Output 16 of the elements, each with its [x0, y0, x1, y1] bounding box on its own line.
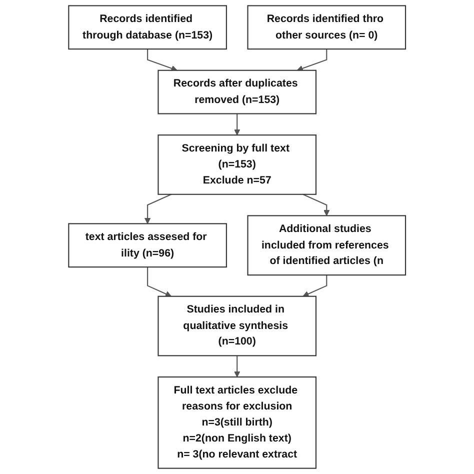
process-box: Screening by full text (n=153) Exclude n=57 [158, 134, 316, 195]
process-box: Full text articles exclude reasons for exclusion n=3(still birth) n=2(non English text) n= 3(no relevant extract [158, 376, 316, 469]
arrow [144, 194, 172, 224]
arrow [302, 194, 330, 216]
arrow [146, 49, 178, 72]
arrow [302, 275, 328, 297]
process-box: Studies included in qualitative synthesis (n=100) [158, 296, 316, 356]
arrow [146, 267, 172, 297]
process-box: Records after duplicates removed (n=153) [158, 70, 316, 114]
process-box: Records identified thro other sources (n= 0) [247, 5, 406, 50]
process-box: Additional studies included from references of identified articles (n [247, 215, 406, 276]
arrow [234, 114, 240, 136]
process-box: Records identified through database (n=153) [68, 5, 227, 50]
arrow [296, 49, 328, 72]
process-box: text articles assesed for ility (n=96) [68, 223, 227, 268]
arrow [234, 356, 240, 378]
